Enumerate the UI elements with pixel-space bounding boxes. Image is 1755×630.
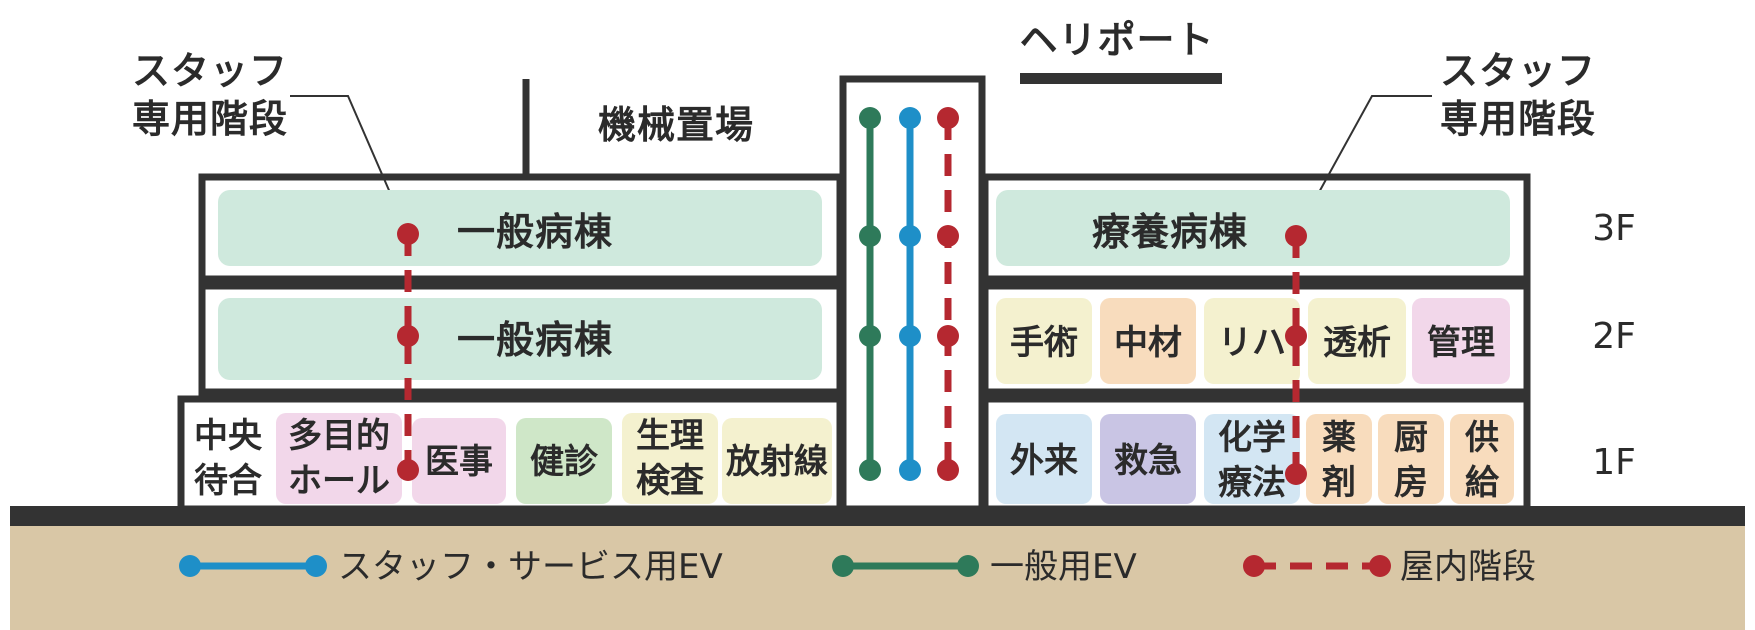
general-ev-node-2f <box>859 325 881 347</box>
right-3f-ward-label: 療養病棟 <box>1092 210 1248 254</box>
staff-stairs-left-leader <box>290 95 409 235</box>
room-dialysis <box>1308 298 1406 384</box>
legend-general-ev-dot-a <box>832 555 854 577</box>
surgery-label: 手術 <box>1010 323 1078 363</box>
room-health-check <box>516 418 612 504</box>
legend-staff-ev-dot-b <box>305 555 327 577</box>
radiology-label: 放射線 <box>726 442 828 482</box>
right-wing-2f-frame <box>981 282 1531 396</box>
medical-affairs-label: 医事 <box>425 442 493 482</box>
dialysis-label: 透析 <box>1323 323 1391 363</box>
left-3f-ward <box>218 190 822 266</box>
legend-stairs-label: 屋内階段 <box>1400 547 1536 587</box>
emergency-label: 救急 <box>1114 441 1182 481</box>
multipurpose-label-1: 多目的 <box>288 416 390 456</box>
physio-label-1: 生理 <box>636 416 704 456</box>
left-stairs-node-1f <box>397 459 419 481</box>
legend-staff-ev-dot-a <box>179 555 201 577</box>
floor-label-1f: 1F <box>1592 442 1636 483</box>
core-stairs-node-3f <box>937 225 959 247</box>
room-management <box>1412 298 1510 384</box>
room-kitchen <box>1378 414 1444 504</box>
left-3f-ward-label: 一般病棟 <box>457 210 613 254</box>
right-stairs-node-2f <box>1285 325 1307 347</box>
machine-room-label: 機械置場 <box>598 103 754 147</box>
room-outpatient <box>996 414 1092 504</box>
core-stairs-node-top <box>937 107 959 129</box>
room-physio <box>622 413 718 504</box>
room-multipurpose <box>276 413 402 504</box>
core-stairs-node-1f <box>937 459 959 481</box>
left-2f-ward <box>218 298 822 380</box>
central-waiting-label-2: 待合 <box>194 461 262 501</box>
staff-stairs-right-leader <box>1295 95 1432 235</box>
staff-stairs-right-label-2: 専用階段 <box>1440 97 1596 141</box>
management-label: 管理 <box>1427 323 1495 363</box>
kitchen-label-1: 厨 <box>1394 418 1428 458</box>
room-chemo <box>1204 414 1300 504</box>
supply-label-2: 給 <box>1465 463 1500 503</box>
room-radiology <box>722 418 832 504</box>
central-supply-label: 中材 <box>1114 323 1182 363</box>
right-3f-ward <box>996 190 1510 266</box>
legend-general-ev-label: 一般用EV <box>990 547 1137 587</box>
core-stairs-node-2f <box>937 325 959 347</box>
room-central-supply <box>1100 298 1196 384</box>
health-check-label: 健診 <box>530 442 599 482</box>
staff-ev-node-3f <box>899 225 921 247</box>
right-wing-1f-frame <box>981 395 1531 513</box>
general-ev-node-top <box>859 107 881 129</box>
staff-stairs-right-label-1: スタッフ <box>1440 49 1596 93</box>
chemo-label-1: 化学 <box>1218 418 1286 458</box>
heliport-label: ヘリポート <box>1019 18 1214 62</box>
heliport-pad <box>1020 73 1222 84</box>
legend-general-ev-dot-b <box>957 555 979 577</box>
staff-ev-node-2f <box>899 325 921 347</box>
staff-ev-node-top <box>899 107 921 129</box>
left-2f-ward-label: 一般病棟 <box>457 318 613 362</box>
staff-ev-node-1f <box>899 459 921 481</box>
outpatient-label: 外来 <box>1010 441 1078 481</box>
chemo-label-2: 療法 <box>1218 463 1286 503</box>
legend-stairs-dot-b <box>1369 555 1391 577</box>
floor-label-2f: 2F <box>1592 316 1636 357</box>
staff-stairs-left-label-2: 専用階段 <box>132 97 288 141</box>
legend: スタッフ・サービス用EV 一般用EV 屋内階段 <box>179 547 1536 587</box>
right-wing-3f-frame <box>981 173 1531 283</box>
floor-label-3f: 3F <box>1592 208 1636 249</box>
general-ev-node-3f <box>859 225 881 247</box>
kitchen-label-2: 房 <box>1394 463 1428 503</box>
rehab-label: リハ <box>1218 323 1286 363</box>
room-emergency <box>1100 414 1196 504</box>
right-stairs-node-1f <box>1285 463 1307 485</box>
supply-label-1: 供 <box>1464 418 1499 458</box>
room-pharmacy <box>1306 414 1372 504</box>
ground <box>10 510 1745 630</box>
physio-label-2: 検査 <box>636 461 704 501</box>
pharmacy-label-2: 剤 <box>1322 463 1356 503</box>
right-stairs-node-3f <box>1285 225 1307 247</box>
room-rehab <box>1204 298 1300 384</box>
staff-stairs-left-label-1: スタッフ <box>132 49 288 93</box>
room-medical-affairs <box>412 418 506 504</box>
room-supply <box>1450 414 1514 504</box>
left-stairs-node-2f <box>397 325 419 347</box>
legend-staff-ev-label: スタッフ・サービス用EV <box>338 547 723 587</box>
multipurpose-label-2: ホール <box>288 461 390 501</box>
general-ev-node-1f <box>859 459 881 481</box>
central-waiting-label-1: 中央 <box>194 416 263 456</box>
legend-stairs-dot-a <box>1243 555 1265 577</box>
left-stairs-node-3f <box>397 223 419 245</box>
room-surgery <box>996 298 1092 384</box>
pharmacy-label-1: 薬 <box>1322 418 1356 458</box>
